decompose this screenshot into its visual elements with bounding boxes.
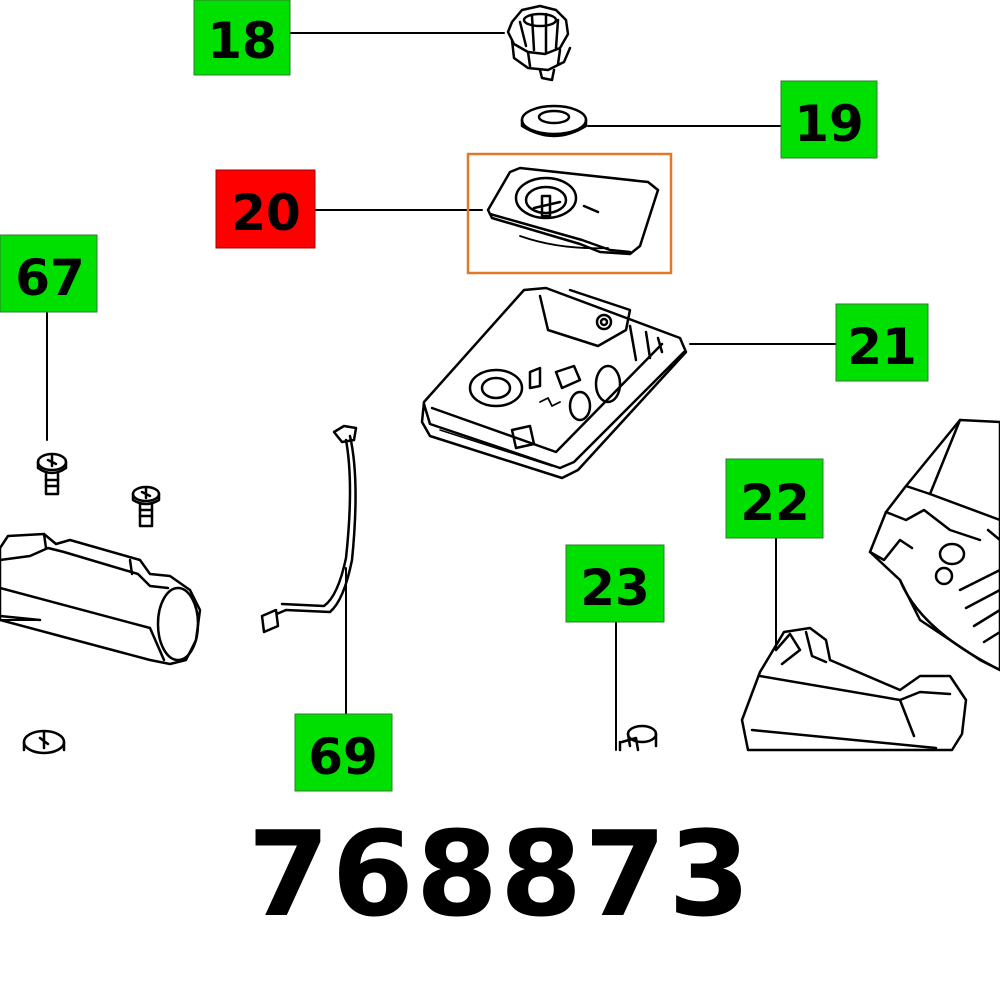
bolt-part-23: [618, 724, 658, 752]
callout-label-67: 67: [15, 249, 85, 307]
callout-box-22: [725, 458, 824, 539]
cover-plate-part-20: [486, 166, 660, 256]
callout-69[interactable]: 69: [294, 713, 393, 792]
part-number: 768873: [247, 805, 753, 943]
callout-19[interactable]: 19: [780, 80, 878, 159]
callout-label-19: 19: [794, 95, 864, 153]
callout-23[interactable]: 23: [565, 544, 665, 623]
callout-box-23: [565, 544, 665, 623]
callout-label-21: 21: [847, 318, 917, 376]
callout-18[interactable]: 18: [193, 0, 291, 76]
callout-label-69: 69: [308, 728, 378, 786]
callout-label-20: 20: [231, 184, 301, 242]
screw-part-67a: [36, 452, 68, 496]
callout-label-22: 22: [740, 474, 810, 532]
screw-part-67b: [131, 485, 161, 528]
highlight-box: [466, 152, 673, 275]
callout-label-23: 23: [580, 559, 650, 617]
handle-cover-part: [0, 532, 202, 666]
end-cap-part-22: [740, 626, 968, 752]
washer-part-19: [520, 104, 588, 138]
callout-box-69: [294, 713, 393, 792]
leader-lines: [0, 32, 837, 751]
callout-box-21: [835, 303, 929, 382]
callout-box-18: [193, 0, 291, 76]
callout-20[interactable]: 20: [215, 169, 316, 249]
exploded-parts-diagram: 18 19 20 67 21 22 23 69: [0, 0, 1000, 792]
callout-21[interactable]: 21: [835, 303, 929, 382]
knob-part-18: [506, 4, 572, 82]
housing-part-21: [420, 286, 688, 480]
callout-22[interactable]: 22: [725, 458, 824, 539]
callout-67[interactable]: 67: [0, 234, 98, 313]
callout-box-20: [215, 169, 316, 249]
screw-bottom-left: [22, 729, 66, 755]
motor-housing-part: [868, 418, 1000, 672]
callout-box-67: [0, 234, 98, 313]
callout-label-18: 18: [207, 12, 277, 70]
diagram-drawing: 18 19 20 67 21 22 23 69: [0, 0, 1000, 792]
callout-box-19: [780, 80, 878, 159]
cable-part-69: [260, 424, 358, 634]
